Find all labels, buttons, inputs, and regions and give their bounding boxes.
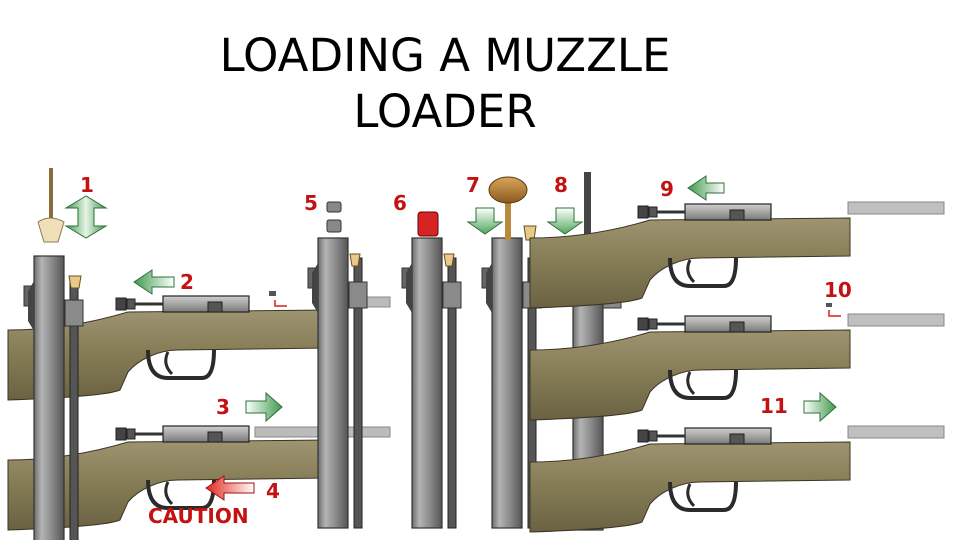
rod-with-patch-icon [37, 168, 65, 243]
trigger-left-arrow-icon [205, 475, 255, 501]
step-5-label: 5 [304, 191, 318, 215]
barrel-step-5 [307, 201, 368, 529]
rifle-step-10 [528, 313, 945, 422]
primer-removal-icon [269, 291, 287, 307]
rifle-step-11 [528, 425, 945, 534]
left-arrow-icon [133, 269, 175, 295]
rifle-step-9 [528, 201, 945, 310]
step-11-label: 11 [760, 394, 788, 418]
page-title: LOADING A MUZZLE LOADER [0, 28, 890, 140]
step-6-label: 6 [393, 191, 407, 215]
step-9-label: 9 [660, 177, 674, 201]
down-arrow-icon [546, 207, 584, 235]
title-line-2: LOADER [353, 85, 537, 138]
step-2-label: 2 [180, 270, 194, 294]
left-arrow-icon [687, 175, 725, 201]
title-line-1: LOADING A MUZZLE [219, 29, 671, 82]
step-3-label: 3 [216, 395, 230, 419]
barrel-step-6 [401, 211, 462, 529]
step-8-label: 8 [554, 173, 568, 197]
right-arrow-icon [803, 391, 837, 423]
step-10-label: 10 [824, 278, 852, 302]
step-7-label: 7 [466, 173, 480, 197]
barrel-step-1 [23, 255, 84, 540]
caution-label: CAUTION [148, 504, 249, 528]
step-1-label: 1 [80, 173, 94, 197]
right-arrow-icon [245, 391, 283, 423]
primer-icon [826, 303, 841, 317]
down-arrow-icon [466, 207, 504, 235]
barrel-step-7 [481, 176, 542, 529]
step-4-label: 4 [266, 479, 280, 503]
up-down-arrow-icon [64, 195, 108, 239]
